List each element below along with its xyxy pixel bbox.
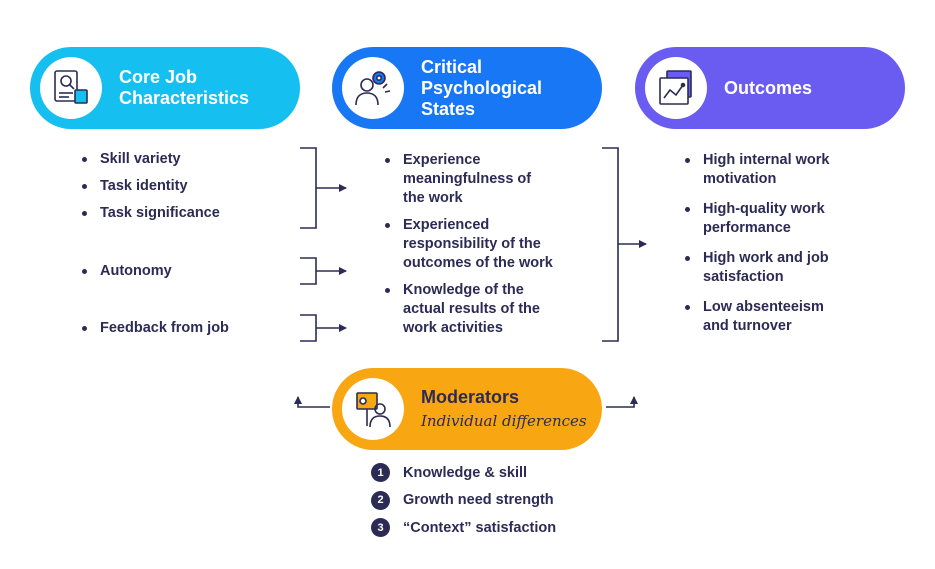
bracket-core-group3 <box>300 314 317 342</box>
core-characteristics-list-group1: Skill variety Task identity Task signifi… <box>82 150 220 231</box>
list-item-line: actual results of the <box>403 301 540 317</box>
moderators-header: Moderators Individual differences <box>332 368 602 450</box>
list-item: Low absenteeism and turnover <box>685 298 875 336</box>
moderators-title: Moderators <box>421 386 520 407</box>
core-job-characteristics-header: Core Job Characteristics <box>30 47 300 129</box>
list-item-line: High-quality work <box>703 201 825 217</box>
chart-report-icon <box>645 57 707 119</box>
list-item-line: Experience <box>403 152 481 168</box>
bracket-core-group2 <box>300 257 317 285</box>
list-item-line: meaningfulness of <box>403 171 532 187</box>
core-characteristics-list-group3: Feedback from job <box>82 319 229 338</box>
list-item: 1 Knowledge & skill <box>371 462 556 483</box>
outcomes-header: Outcomes <box>635 47 905 129</box>
core-title-line1: Core Job <box>119 67 198 87</box>
number-badge: 1 <box>371 463 390 482</box>
list-item: High-quality work performance <box>685 200 875 238</box>
list-item-line: outcomes of the work <box>403 255 553 271</box>
core-title-line2: Characteristics <box>119 88 250 108</box>
critical-title-line2: Psychological <box>421 77 543 98</box>
outcomes-title: Outcomes <box>724 77 813 98</box>
list-item: Feedback from job <box>82 319 229 338</box>
outcomes-list: High internal work motivation High-quali… <box>685 151 875 347</box>
list-item-line: responsibility of the <box>403 236 541 252</box>
list-item-line: motivation <box>703 171 777 187</box>
person-presentation-icon <box>342 378 404 440</box>
critical-psychological-states-title: Critical Psychological States <box>421 57 542 120</box>
number-badge: 2 <box>371 490 390 510</box>
critical-title-line1: Critical <box>421 56 483 77</box>
list-item: Knowledge of the actual results of the w… <box>385 281 585 338</box>
moderators-list: 1 Knowledge & skill 2 Growth need streng… <box>371 462 556 545</box>
list-item: Experience meaningfulness of the work <box>385 151 585 208</box>
list-item-line: the work <box>403 190 463 206</box>
core-characteristics-list-group2: Autonomy <box>82 262 172 281</box>
list-item-line: performance <box>703 220 791 236</box>
person-with-gear-icon <box>342 57 404 119</box>
moderators-subtitle: Individual differences <box>421 411 587 430</box>
list-item-text: Growth need strength <box>403 492 554 508</box>
bracket-core-group1 <box>300 147 317 229</box>
list-item-line: High work and job <box>703 250 829 266</box>
critical-states-list: Experience meaningfulness of the work Ex… <box>385 151 585 346</box>
list-item-text: Knowledge & skill <box>403 464 528 481</box>
list-item: Autonomy <box>82 262 172 281</box>
list-item-line: and turnover <box>703 318 792 334</box>
list-item: High work and job satisfaction <box>685 249 875 287</box>
number-badge: 3 <box>371 518 390 537</box>
list-item: Task identity <box>82 177 220 196</box>
list-item-line: Knowledge of the <box>403 282 524 298</box>
list-item: Experienced responsibility of the outcom… <box>385 216 585 273</box>
moderators-title-block: Moderators Individual differences <box>421 387 587 432</box>
critical-title-line3: States <box>421 98 476 119</box>
list-item: High internal work motivation <box>685 151 875 189</box>
list-item-line: High internal work <box>703 152 830 168</box>
arrow-moderator-left <box>294 396 330 408</box>
list-item-line: work activities <box>403 320 503 336</box>
list-item: Task significance <box>82 204 220 223</box>
bracket-critical <box>602 147 619 342</box>
list-item: 2 Growth need strength <box>371 490 556 511</box>
list-item: Skill variety <box>82 150 220 169</box>
core-job-characteristics-title: Core Job Characteristics <box>119 67 249 109</box>
list-item-line: Low absenteeism <box>703 299 824 315</box>
critical-psychological-states-header: Critical Psychological States <box>332 47 602 129</box>
list-item: 3 “Context” satisfaction <box>371 517 556 538</box>
list-item-line: Experienced <box>403 217 490 233</box>
list-item-text: “Context” satisfaction <box>403 519 557 536</box>
arrow-moderator-right <box>606 396 638 408</box>
job-description-icon <box>40 57 102 119</box>
list-item-line: satisfaction <box>703 269 784 285</box>
